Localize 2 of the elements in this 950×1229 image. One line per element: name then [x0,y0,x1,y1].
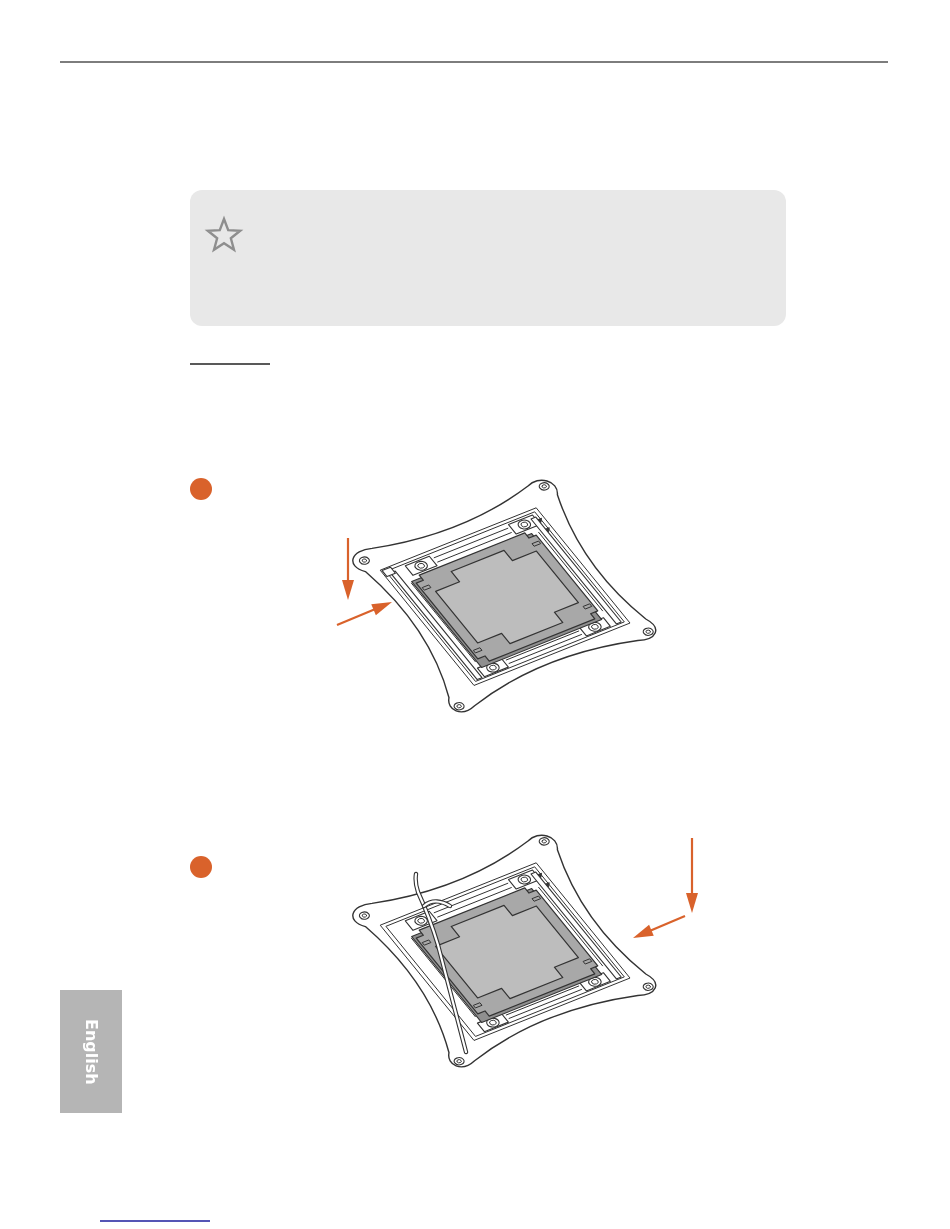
side-tab [60,990,122,1113]
tab-label: English [83,1018,99,1085]
